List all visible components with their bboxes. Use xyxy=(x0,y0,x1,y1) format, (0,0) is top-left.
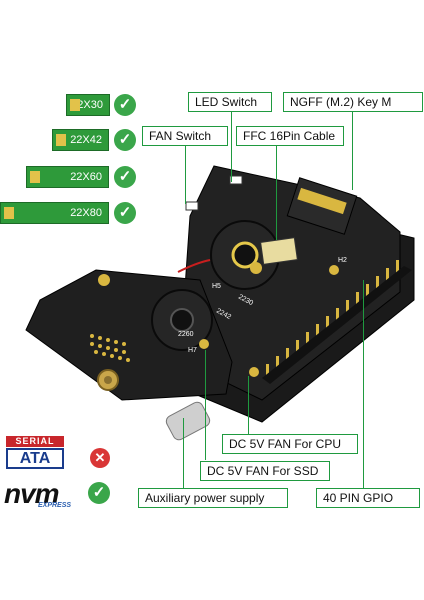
leader-line xyxy=(276,146,278,240)
callout-dc-fan-cpu: DC 5V FAN For CPU xyxy=(222,434,358,454)
standoff-hole xyxy=(329,265,339,275)
check-circle-icon: ✓ xyxy=(114,94,136,116)
leader-line xyxy=(185,146,187,204)
callout-text: FAN Switch xyxy=(149,129,212,143)
ssd-size-2242: 22X42 xyxy=(52,129,109,151)
standoff-hole xyxy=(249,367,259,377)
mark-h7: H7 xyxy=(188,347,197,354)
standoff-hole xyxy=(250,262,262,274)
led-switch-component xyxy=(229,175,243,185)
standoff-hole xyxy=(199,339,209,349)
mark-2260: 2260 xyxy=(178,331,194,338)
sata-logo-top: SERIAL xyxy=(6,436,64,447)
nvme-logo: nvm EXPRESS xyxy=(4,478,80,512)
gpio-header-body xyxy=(262,266,412,384)
callout-text: DC 5V FAN For SSD xyxy=(207,464,319,478)
callout-gpio: 40 PIN GPIO xyxy=(316,488,420,508)
callout-dc-fan-ssd: DC 5V FAN For SSD xyxy=(200,461,330,481)
callout-text: FFC 16Pin Cable xyxy=(243,129,336,143)
ssd-size-label: 22X60 xyxy=(70,171,102,183)
cpu-fan-hub xyxy=(231,241,259,269)
callout-text: DC 5V FAN For CPU xyxy=(229,437,342,451)
aux-power-pads xyxy=(90,334,130,362)
fan-switch-component xyxy=(185,201,199,211)
gpio-header-pins xyxy=(266,260,399,380)
m2-slot-pins xyxy=(297,187,347,215)
callout-text: 40 PIN GPIO xyxy=(323,491,394,505)
nvme-logo-word: nvm xyxy=(4,478,60,509)
leader-line xyxy=(352,110,354,190)
ssd-size-label: 22X42 xyxy=(70,134,102,146)
mark-h5: H5 xyxy=(212,283,221,290)
callout-text: LED Switch xyxy=(195,95,258,109)
check-circle-icon: ✓ xyxy=(114,202,136,224)
ssd-size-2230: 22X30 xyxy=(66,94,110,116)
cross-circle-icon: ✕ xyxy=(90,448,110,468)
callout-fan-switch: FAN Switch xyxy=(142,126,228,146)
leader-line xyxy=(205,350,207,460)
check-circle-icon: ✓ xyxy=(114,166,136,188)
sata-logo-main: ATA xyxy=(6,448,64,469)
callout-ngff: NGFF (M.2) Key M xyxy=(283,92,423,112)
leader-line xyxy=(231,110,233,182)
ssd-size-2260: 22X60 xyxy=(26,166,109,188)
check-circle-icon: ✓ xyxy=(114,129,136,151)
callout-ffc: FFC 16Pin Cable xyxy=(236,126,344,146)
standoff-hole xyxy=(98,274,110,286)
check-circle-icon: ✓ xyxy=(88,482,110,504)
callout-led-switch: LED Switch xyxy=(188,92,272,112)
callout-text: NGFF (M.2) Key M xyxy=(290,95,392,109)
ffc-connector xyxy=(260,237,298,265)
sata-logo: SERIAL ATA xyxy=(6,436,64,469)
callout-aux-power: Auxiliary power supply xyxy=(138,488,288,508)
mark-h2: H2 xyxy=(338,257,347,264)
callout-text: Auxiliary power supply xyxy=(145,491,265,505)
ssd-fan-hub xyxy=(170,308,194,332)
leader-line xyxy=(363,280,365,488)
leader-line xyxy=(183,418,185,488)
nvme-logo-sub: EXPRESS xyxy=(38,502,72,509)
leader-line xyxy=(248,376,250,440)
ssd-size-label: 22X80 xyxy=(70,207,102,219)
ssd-size-2280: 22X80 xyxy=(0,202,109,224)
fan-wire xyxy=(177,259,211,273)
